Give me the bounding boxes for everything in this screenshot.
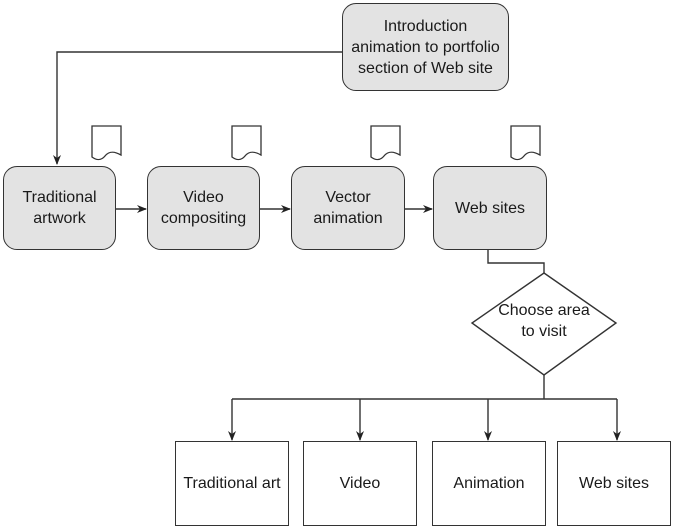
connector-intro-to-traditional-artwork: [53, 51, 342, 165]
start-label: Introduction animation to portfolio sect…: [351, 17, 500, 77]
document-icon: [231, 125, 262, 161]
destination-video: Video: [303, 441, 417, 526]
destination-label: Animation: [453, 475, 525, 492]
document-icon: [91, 125, 122, 161]
process-label: Vector animation: [313, 189, 383, 227]
process-label: Video compositing: [160, 189, 247, 227]
document-icon: [370, 125, 401, 161]
destination-web-sites: Web sites: [557, 441, 671, 526]
document-icon: [510, 125, 541, 161]
process-label: Traditional artwork: [22, 189, 97, 227]
process-traditional-artwork: Traditional artwork: [3, 166, 116, 250]
destination-label: Traditional art: [183, 475, 281, 492]
destination-label: Web sites: [579, 475, 649, 492]
destination-label: Video: [339, 475, 381, 492]
destination-traditional-art: Traditional art: [175, 441, 289, 526]
connector-web-to-decision: [487, 249, 545, 273]
process-label: Web sites: [455, 199, 525, 217]
decision-label: Choose area to visit: [498, 302, 590, 340]
destination-animation: Animation: [432, 441, 546, 526]
process-web-sites: Web sites: [433, 166, 547, 250]
process-vector-animation: Vector animation: [291, 166, 405, 250]
start-box: Introduction animation to portfolio sect…: [342, 3, 509, 91]
process-video-compositing: Video compositing: [147, 166, 260, 250]
